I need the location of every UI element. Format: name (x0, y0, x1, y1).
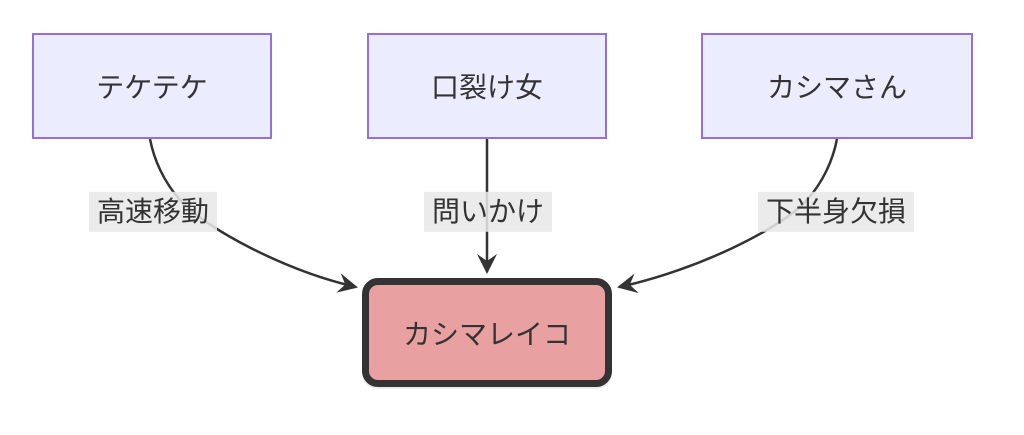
edge-label-kahanshin-kesson: 下半身欠損 (757, 191, 915, 233)
flowchart-node-kashima-san: カシマさん (701, 33, 973, 139)
flowchart-node-kashima-reiko: カシマレイコ (362, 278, 612, 387)
flowchart-node-teketeke: テケテケ (32, 33, 272, 139)
node-label: 口裂け女 (430, 72, 543, 103)
edge-label-kousoku-idou: 高速移動 (88, 191, 218, 233)
flowchart-node-kuchisake-onna: 口裂け女 (367, 33, 607, 139)
edge-label-toikake: 問いかけ (423, 191, 553, 233)
node-label: カシマさん (766, 72, 907, 103)
node-label: テケテケ (96, 72, 208, 103)
node-label: カシマレイコ (402, 318, 571, 350)
